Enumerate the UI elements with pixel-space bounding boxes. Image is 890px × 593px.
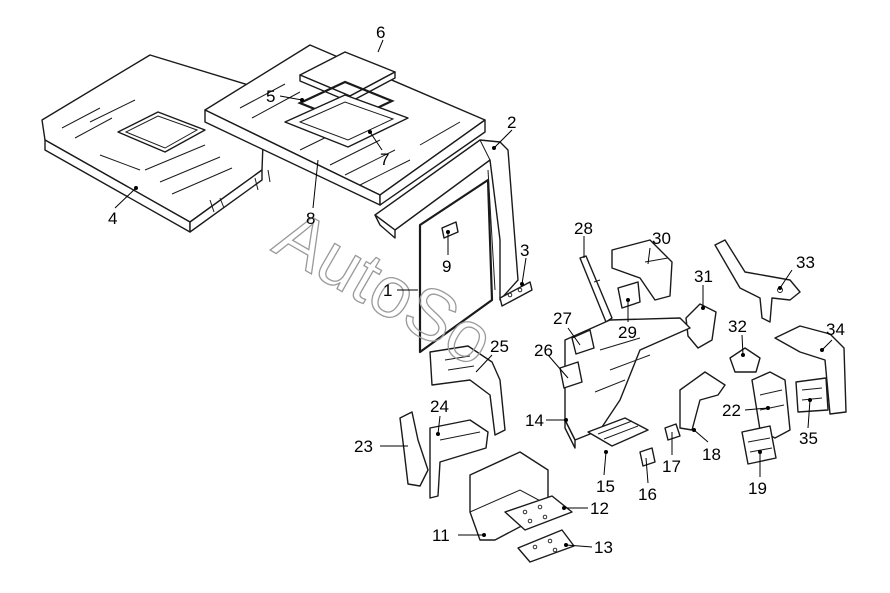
callout-16: 16 (638, 485, 657, 504)
callout-8: 8 (306, 209, 315, 228)
callout-29: 29 (618, 323, 637, 342)
roof-panel-4 (41, 54, 271, 233)
callout-9: 9 (442, 257, 451, 276)
callout-6: 6 (376, 23, 385, 42)
step-tread-15 (587, 417, 649, 447)
callout-labels: 6 5 7 8 4 2 3 9 1 28 30 29 31 33 32 34 3… (108, 23, 845, 557)
reflector-plate-35 (795, 377, 829, 413)
step-tread-12 (504, 495, 573, 531)
callout-27: 27 (553, 309, 572, 328)
callout-35: 35 (799, 429, 818, 448)
leader-dots (134, 98, 824, 547)
callout-17: 17 (662, 457, 681, 476)
callout-19: 19 (748, 479, 767, 498)
leader-4 (114, 187, 137, 209)
callout-28: 28 (574, 219, 593, 238)
callout-23: 23 (354, 437, 373, 456)
plate-32 (729, 347, 761, 373)
cab-corner-panel-2 (374, 139, 519, 301)
leader-16 (645, 457, 649, 484)
callout-30: 30 (652, 229, 671, 248)
leader-3 (521, 257, 527, 285)
leader-25 (475, 354, 493, 373)
callout-31: 31 (694, 267, 713, 286)
leader-26 (547, 354, 569, 379)
leader-5 (279, 95, 303, 101)
callout-15: 15 (596, 477, 615, 496)
callout-1: 1 (383, 281, 392, 300)
callout-33: 33 (796, 253, 815, 272)
window-latch-9 (441, 221, 459, 239)
rear-window-frame-1 (418, 178, 494, 354)
callout-12: 12 (590, 499, 609, 518)
callout-22: 22 (722, 401, 741, 420)
leader-35 (807, 399, 811, 429)
leader-15 (603, 451, 607, 476)
callout-25: 25 (490, 337, 509, 356)
callout-26: 26 (534, 341, 553, 360)
leader-33 (779, 269, 793, 289)
bracket-27 (571, 329, 595, 355)
callout-4: 4 (108, 209, 117, 228)
trim-strip-3 (499, 281, 533, 307)
callout-13: 13 (594, 538, 613, 557)
callout-5: 5 (266, 87, 275, 106)
mount-bracket-33 (714, 239, 801, 323)
gas-strut-28 (579, 255, 613, 323)
clip-31 (685, 303, 717, 349)
step-box-11 (469, 451, 549, 541)
leader-8 (312, 159, 319, 209)
step-support-assembly-14 (564, 317, 691, 449)
mudguard-34 (774, 325, 847, 415)
support-arm-25 (429, 345, 506, 436)
leader-2 (493, 129, 513, 149)
callout-2: 2 (507, 113, 516, 132)
leader-22 (744, 407, 769, 411)
leader-24 (437, 415, 441, 435)
leader-32 (741, 334, 744, 356)
callout-34: 34 (826, 320, 845, 339)
leader-27 (567, 327, 581, 346)
callout-11: 11 (432, 526, 450, 545)
leader-6 (377, 39, 384, 53)
callout-3: 3 (520, 241, 529, 260)
leader-30 (647, 247, 651, 265)
bushing-16 (639, 447, 656, 467)
callout-32: 32 (728, 317, 747, 336)
reflector-19 (741, 425, 777, 465)
bracket-26 (559, 361, 583, 389)
frame-bracket-24 (429, 419, 489, 499)
hatch-frame-7 (284, 94, 409, 148)
callout-24: 24 (430, 397, 449, 416)
fender-18 (679, 371, 726, 431)
bracket-29 (617, 281, 641, 309)
roof-hatch-6 (299, 51, 396, 103)
leader-lines (114, 39, 833, 548)
leader-13 (565, 544, 593, 548)
callout-7: 7 (380, 150, 389, 169)
callout-18: 18 (702, 445, 721, 464)
leader-34 (821, 339, 833, 351)
leader-18 (693, 429, 709, 443)
leader-7 (369, 131, 383, 151)
callout-14: 14 (525, 411, 544, 430)
hinge-bracket-23 (399, 411, 429, 487)
